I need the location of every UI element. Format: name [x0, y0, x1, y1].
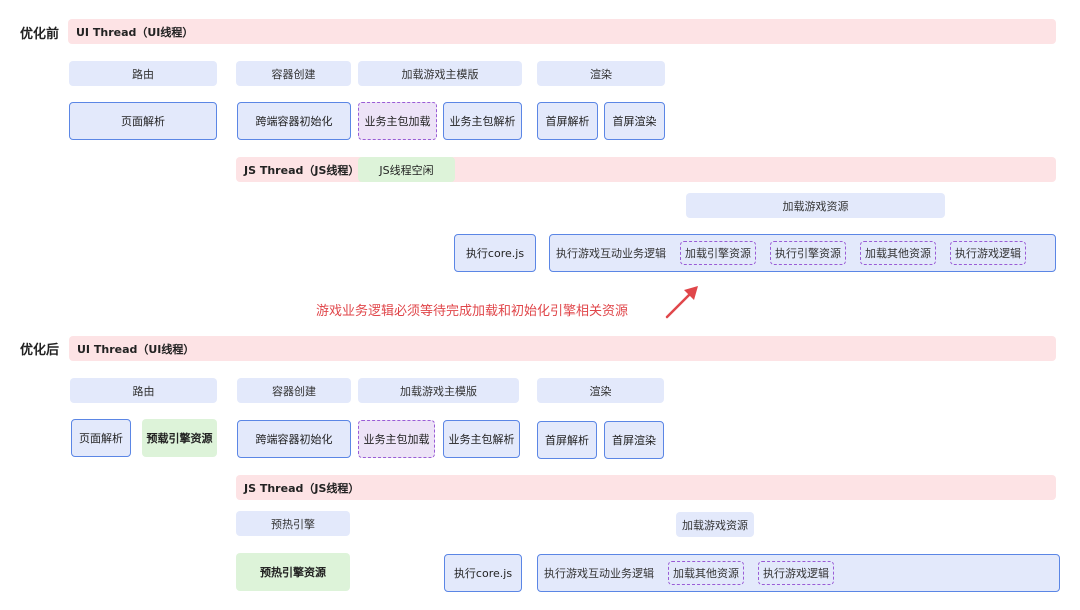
after-bundle-load: 业务主包加载	[358, 420, 435, 458]
after-page-parse: 页面解析	[71, 419, 131, 457]
before-exec-interactive: 执行游戏互动业务逻辑 加载引擎资源 执行引擎资源 加载其他资源 执行游戏逻辑	[549, 234, 1056, 272]
sub-task-exec-game: 执行游戏逻辑	[758, 561, 834, 585]
before-container-init: 跨端容器初始化	[237, 102, 351, 140]
before-header-render: 渲染	[537, 61, 665, 86]
before-bundle-load: 业务主包加载	[358, 102, 437, 140]
after-preheat-engine-resources: 预热引擎资源	[236, 553, 350, 591]
before-first-screen-parse: 首屏解析	[537, 102, 598, 140]
before-exec-core: 执行core.js	[454, 234, 536, 272]
before-load-game-resources: 加载游戏资源	[686, 193, 945, 218]
sub-task-exec-game: 执行游戏逻辑	[950, 241, 1026, 265]
after-container-init: 跨端容器初始化	[237, 420, 351, 458]
before-header-template: 加载游戏主模版	[358, 61, 522, 86]
after-ui-thread-bar: UI Thread（UI线程）	[69, 336, 1056, 361]
after-bundle-parse: 业务主包解析	[443, 420, 520, 458]
after-js-thread-bar: JS Thread（JS线程）	[236, 475, 1056, 500]
exec-interactive-label: 执行游戏互动业务逻辑	[544, 567, 654, 580]
js-thread-label: JS Thread（JS线程）	[244, 481, 360, 495]
after-first-screen-render: 首屏渲染	[604, 421, 664, 459]
before-first-screen-render: 首屏渲染	[604, 102, 665, 140]
after-header-container: 容器创建	[237, 378, 351, 403]
after-exec-core: 执行core.js	[444, 554, 522, 592]
arrow-up-right-icon	[665, 286, 698, 319]
before-label: 优化前	[20, 26, 60, 42]
after-header-template: 加载游戏主模版	[358, 378, 519, 403]
after-load-game-resources: 加载游戏资源	[676, 512, 754, 537]
annotation-text: 游戏业务逻辑必须等待完成加载和初始化引擎相关资源	[316, 303, 629, 319]
after-first-screen-parse: 首屏解析	[537, 421, 597, 459]
ui-thread-label: UI Thread（UI线程）	[76, 25, 194, 39]
after-preload-engine: 预载引擎资源	[142, 419, 217, 457]
after-header-route: 路由	[70, 378, 217, 403]
before-js-idle: JS线程空闲	[358, 157, 455, 182]
ui-thread-label: UI Thread（UI线程）	[77, 342, 195, 356]
before-ui-thread-bar: UI Thread（UI线程）	[68, 19, 1056, 44]
exec-interactive-label: 执行游戏互动业务逻辑	[556, 247, 666, 260]
before-page-parse: 页面解析	[69, 102, 217, 140]
sub-task-load-other: 加载其他资源	[668, 561, 744, 585]
before-header-route: 路由	[69, 61, 217, 86]
sub-task-load-engine: 加载引擎资源	[680, 241, 756, 265]
after-header-render: 渲染	[537, 378, 664, 403]
after-preheat-engine: 预热引擎	[236, 511, 350, 536]
before-header-container: 容器创建	[236, 61, 351, 86]
sub-task-load-other: 加载其他资源	[860, 241, 936, 265]
after-label: 优化后	[20, 342, 60, 358]
before-bundle-parse: 业务主包解析	[443, 102, 522, 140]
js-thread-label: JS Thread（JS线程）	[244, 163, 360, 177]
sub-task-exec-engine: 执行引擎资源	[770, 241, 846, 265]
after-exec-interactive: 执行游戏互动业务逻辑 加载其他资源 执行游戏逻辑	[537, 554, 1060, 592]
